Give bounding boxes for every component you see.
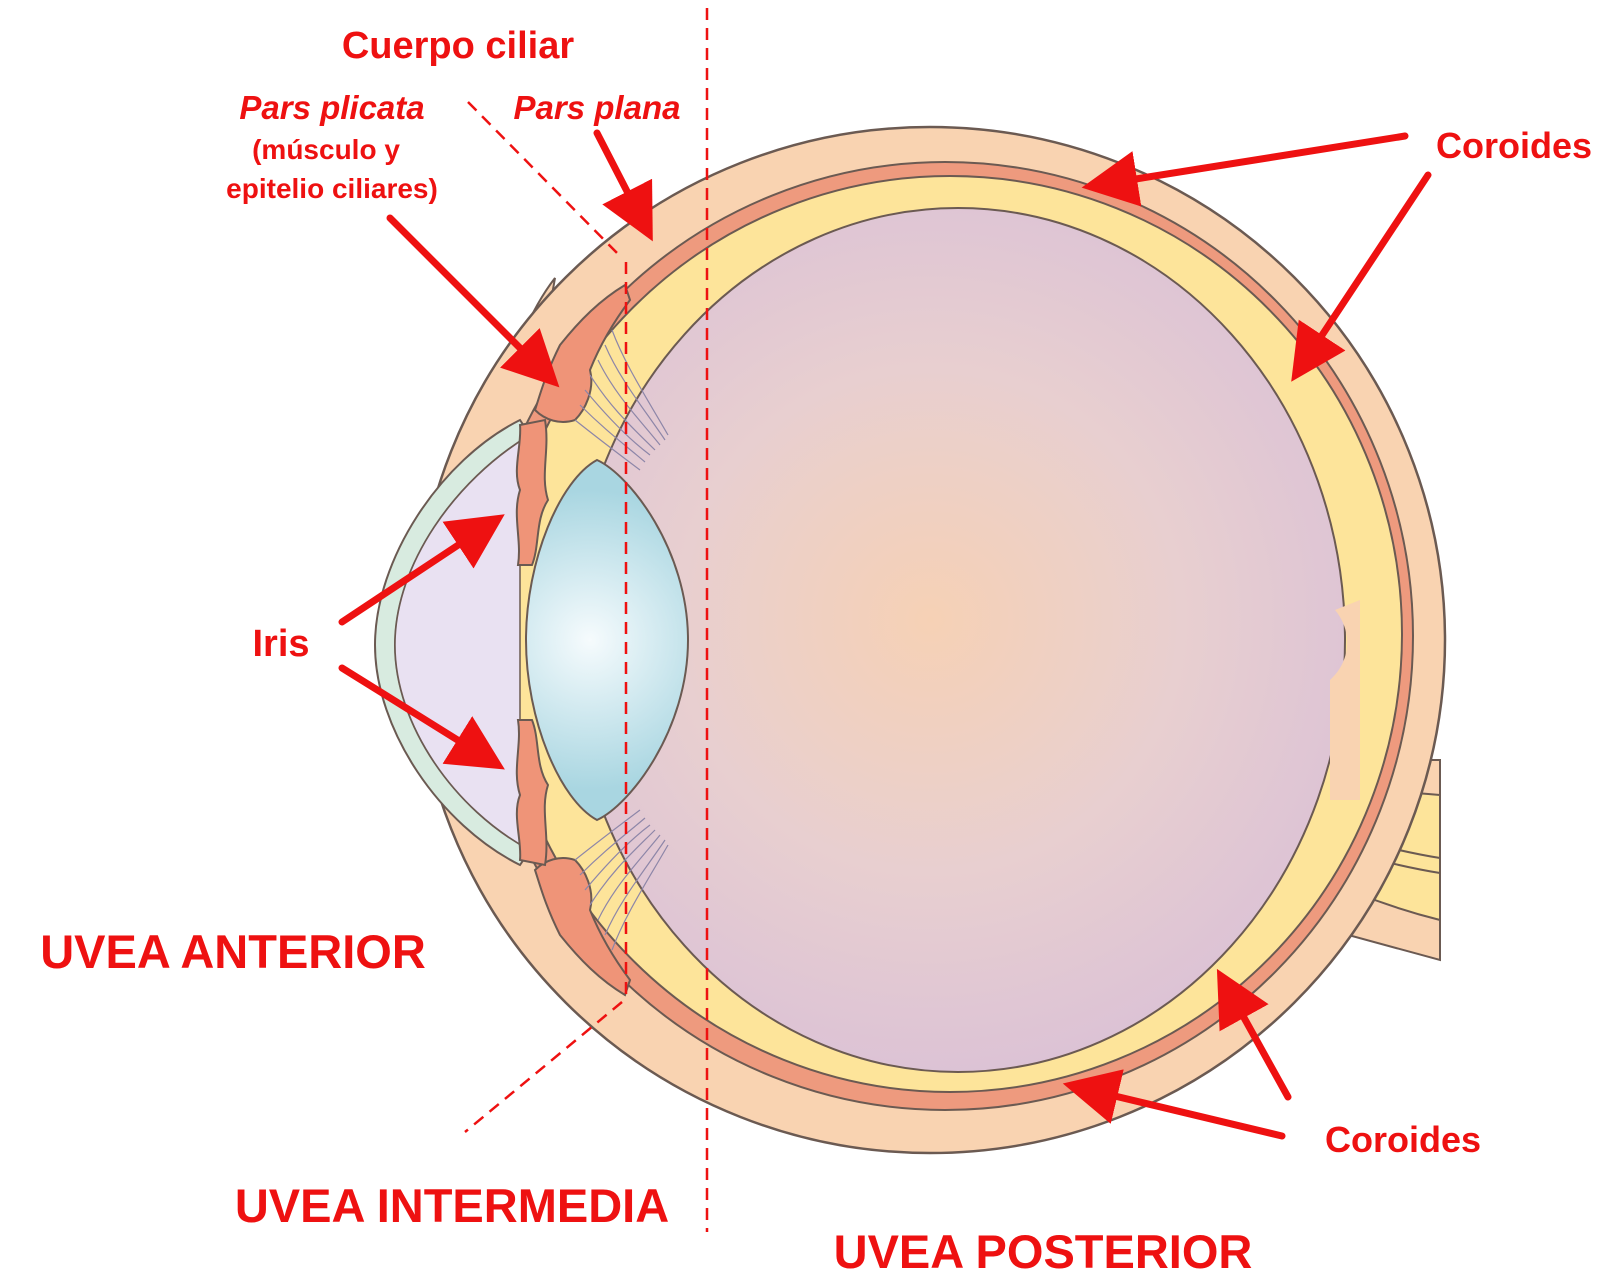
cuerpo-ciliar-leader-lower xyxy=(465,1002,622,1132)
label-uvea-anterior: UVEA ANTERIOR xyxy=(40,925,426,978)
eye-illustration xyxy=(375,127,1445,1153)
label-pars-plicata-note-1: (músculo y xyxy=(252,134,400,165)
label-uvea-posterior: UVEA POSTERIOR xyxy=(834,1225,1253,1276)
anterior-chamber xyxy=(395,435,535,850)
coroides-top-arrow-2 xyxy=(1297,175,1428,373)
label-coroides-top: Coroides xyxy=(1436,125,1592,166)
coroides-top-arrow-1 xyxy=(1092,136,1405,186)
label-pars-plicata: Pars plicata xyxy=(239,89,424,126)
label-pars-plana: Pars plana xyxy=(514,89,681,126)
pars-plicata-arrow xyxy=(390,218,552,380)
label-iris: Iris xyxy=(252,623,309,665)
label-cuerpo-ciliar: Cuerpo ciliar xyxy=(342,25,574,67)
pars-plana-arrow xyxy=(597,133,648,232)
label-coroides-bottom: Coroides xyxy=(1325,1119,1481,1160)
label-pars-plicata-note-2: epitelio ciliares) xyxy=(226,173,438,204)
label-uvea-intermedia: UVEA INTERMEDIA xyxy=(235,1179,669,1232)
